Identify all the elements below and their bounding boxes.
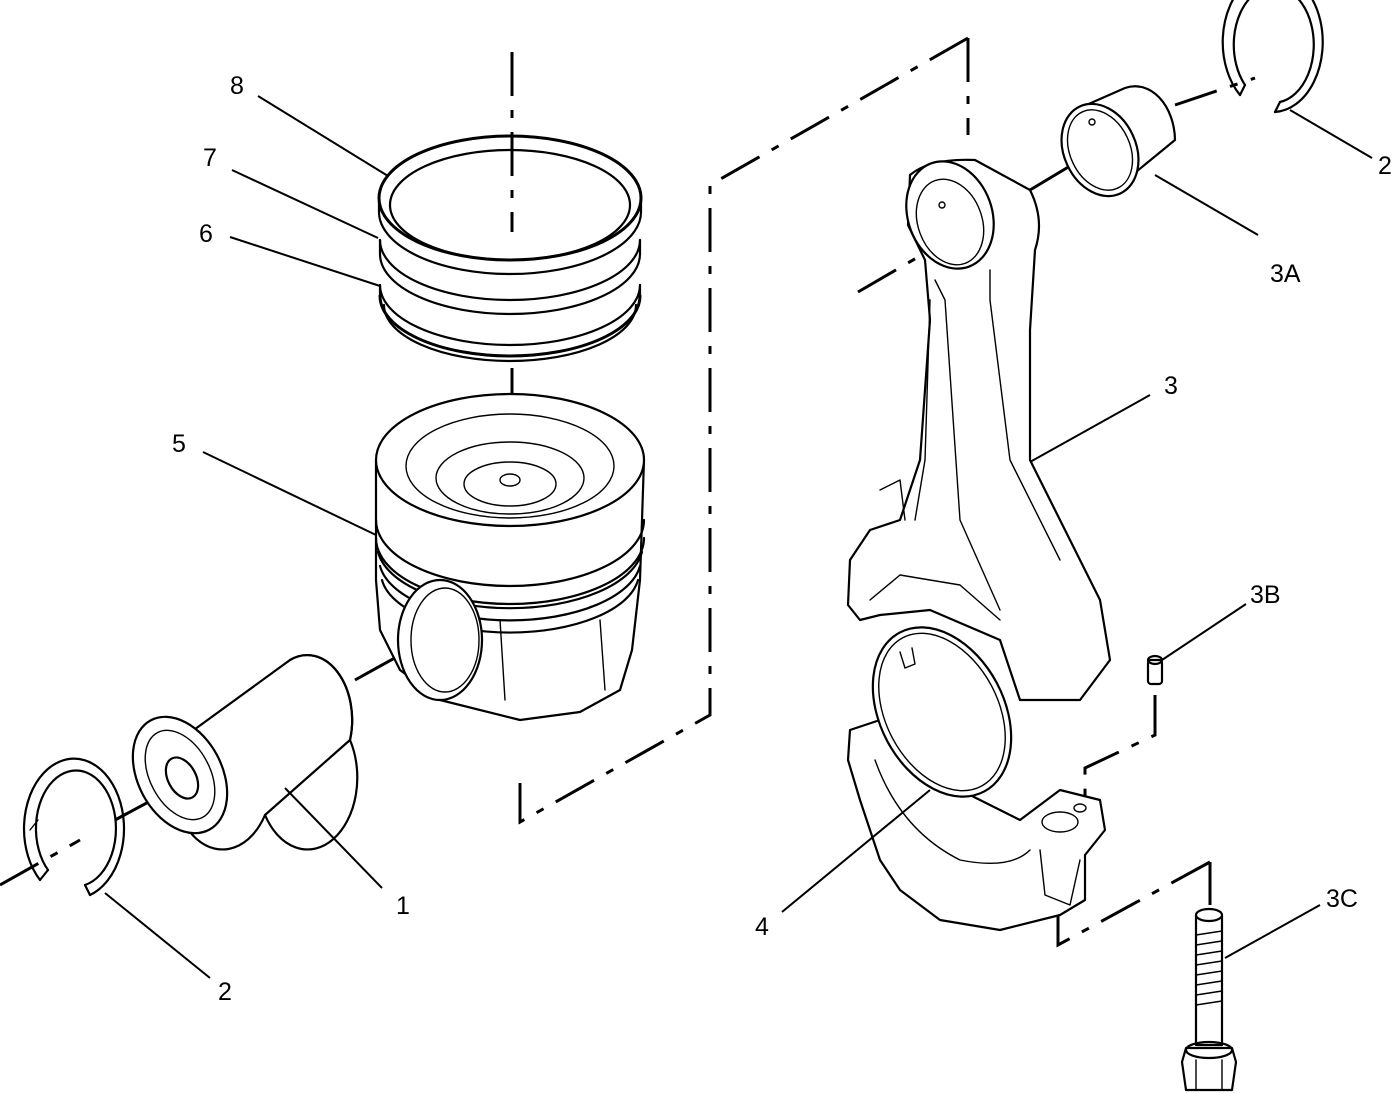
bearing-shell (871, 626, 1013, 798)
small-end-bushing (1060, 85, 1177, 198)
callout-4: 4 (755, 913, 769, 941)
rod-bolt (1180, 907, 1238, 1092)
callout-8: 8 (230, 72, 244, 100)
piston (374, 392, 646, 722)
dowel-pin (1146, 654, 1164, 686)
leader-lines (104, 95, 1373, 979)
piston-ring-top (377, 134, 643, 276)
callout-2-right: 2 (1378, 152, 1392, 180)
callout-3A: 3A (1270, 260, 1301, 288)
callout-5: 5 (172, 430, 186, 458)
callout-3B: 3B (1250, 581, 1281, 609)
callout-labels: 8 7 6 5 1 2 2 3A 3 3B 4 3C (172, 72, 1392, 1006)
piston-pin (131, 654, 359, 851)
piston-ring-oil (378, 283, 642, 363)
callout-6: 6 (199, 220, 213, 248)
connecting-rod (846, 158, 1112, 702)
retainer-clip-left (22, 757, 126, 897)
callout-3: 3 (1164, 372, 1178, 400)
callout-2-left: 2 (218, 978, 232, 1006)
piston-ring-second (378, 238, 642, 316)
callout-1: 1 (396, 892, 410, 920)
callout-3C: 3C (1326, 885, 1358, 913)
callout-7: 7 (203, 144, 217, 172)
retainer-clip-right (1221, 0, 1324, 114)
